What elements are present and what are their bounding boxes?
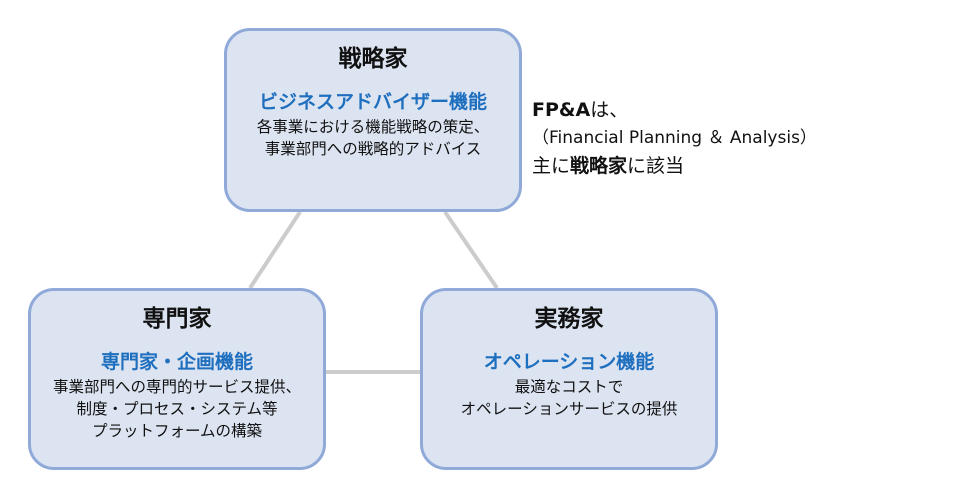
practitioner-role-title: 実務家 (534, 306, 604, 332)
practitioner-function-title: オペレーション機能 (483, 351, 655, 373)
specialist-desc-line: 事業部門への専門的サービス提供、 (52, 378, 301, 396)
note-line-1: FP&Aは、 (532, 96, 817, 124)
note-line-3-pre: 主に (532, 155, 571, 177)
strategist-box: 戦略家 ビジネスアドバイザー機能 各事業における機能戦略の策定、 事業部門への戦… (224, 28, 522, 212)
practitioner-desc-line: 最適なコストで (514, 378, 624, 396)
specialist-desc-line: 制度・プロセス・システム等 (76, 400, 278, 418)
note-fpa-term: FP&A (532, 99, 591, 121)
strategist-role-title: 戦略家 (338, 46, 408, 72)
note-strategist-term: 戦略家 (570, 155, 628, 177)
specialist-desc-line: プラットフォームの構築 (91, 422, 263, 440)
specialist-function-title: 専門家・企画機能 (100, 351, 253, 373)
strategist-desc-line: 事業部門への戦略的アドバイス (264, 140, 482, 158)
connector-strategist-practitioner (443, 210, 499, 290)
strategist-function-title: ビジネスアドバイザー機能 (258, 91, 487, 113)
note-line-1-rest: は、 (590, 99, 629, 121)
practitioner-desc-line: オペレーションサービスの提供 (460, 400, 678, 418)
specialist-description: 事業部門への専門的サービス提供、 制度・プロセス・システム等 プラットフォームの… (31, 376, 323, 442)
note-line-3: 主に戦略家に該当 (532, 152, 817, 180)
note-line-3-post: に該当 (627, 155, 685, 177)
practitioner-box: 実務家 オペレーション機能 最適なコストで オペレーションサービスの提供 (420, 288, 718, 470)
strategist-description: 各事業における機能戦略の策定、 事業部門への戦略的アドバイス (227, 116, 519, 160)
note-line-2: （Financial Planning ＆ Analysis） (532, 128, 817, 148)
specialist-box: 専門家 専門家・企画機能 事業部門への専門的サービス提供、 制度・プロセス・シス… (28, 288, 326, 470)
fpa-note: FP&Aは、 （Financial Planning ＆ Analysis） 主… (532, 96, 817, 180)
practitioner-description: 最適なコストで オペレーションサービスの提供 (423, 376, 715, 420)
specialist-role-title: 専門家 (142, 306, 212, 332)
strategist-desc-line: 各事業における機能戦略の策定、 (256, 118, 490, 136)
connector-strategist-specialist (248, 210, 302, 290)
